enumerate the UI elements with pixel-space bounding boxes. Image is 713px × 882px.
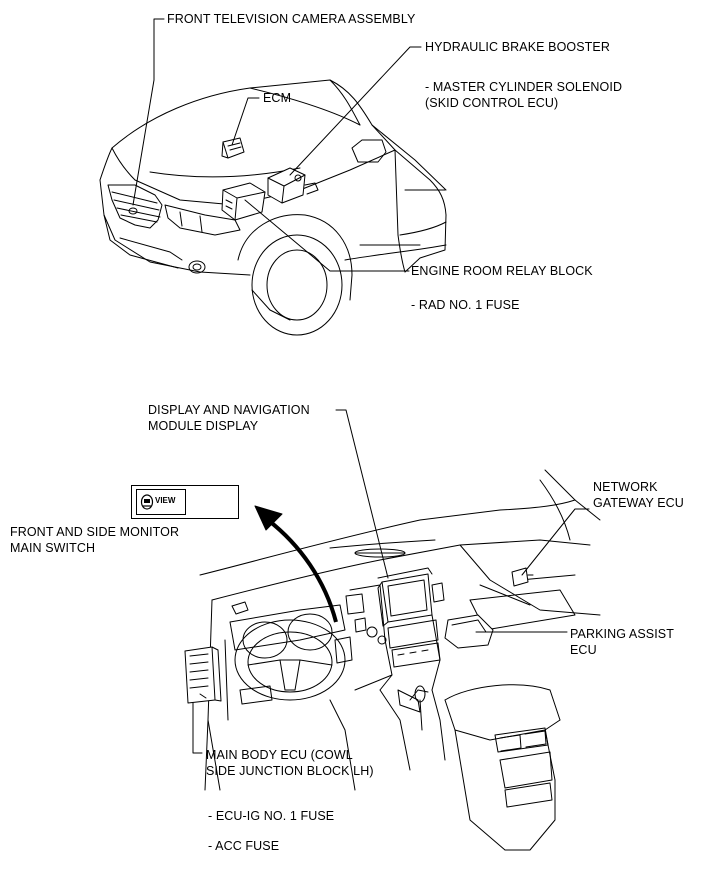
label-main-body-1: MAIN BODY ECU (COWL [206, 748, 353, 762]
label-ecu-ig-fuse: - ECU-IG NO. 1 FUSE [208, 809, 335, 823]
vehicle-illustration [99, 79, 447, 336]
label-gateway-1: NETWORK [593, 480, 658, 494]
label-brake-booster: HYDRAULIC BRAKE BOOSTER [425, 40, 610, 54]
label-ecm: ECM [263, 91, 292, 105]
switch-arrow [254, 505, 338, 623]
label-parking-1: PARKING ASSIST [570, 627, 674, 641]
label-relay-block: ENGINE ROOM RELAY BLOCK [411, 264, 593, 278]
label-acc-fuse: - ACC FUSE [208, 839, 280, 853]
label-main-body-2: SIDE JUNCTION BLOCK LH) [206, 764, 374, 778]
label-skid-control-ecu: (SKID CONTROL ECU) [425, 96, 559, 110]
label-gateway-2: GATEWAY ECU [593, 496, 684, 510]
label-parking-2: ECU [570, 643, 597, 657]
switch-view-text: VIEW [155, 496, 176, 505]
label-display-2: MODULE DISPLAY [148, 419, 259, 433]
monitor-switch-button: VIEW [136, 489, 186, 515]
interior-illustration [184, 469, 601, 851]
label-display-1: DISPLAY AND NAVIGATION [148, 403, 310, 417]
leader-lines-bottom [192, 409, 590, 754]
label-monitor-switch-2: MAIN SWITCH [10, 541, 96, 555]
label-monitor-switch-1: FRONT AND SIDE MONITOR [10, 525, 180, 539]
label-master-cylinder: - MASTER CYLINDER SOLENOID [425, 80, 623, 94]
label-front-camera: FRONT TELEVISION CAMERA ASSEMBLY [167, 12, 416, 26]
camera-view-icon [140, 494, 154, 510]
monitor-switch-illustration: VIEW [131, 485, 239, 519]
label-rad-fuse: - RAD NO. 1 FUSE [411, 298, 520, 312]
leader-lines-top [132, 18, 422, 272]
